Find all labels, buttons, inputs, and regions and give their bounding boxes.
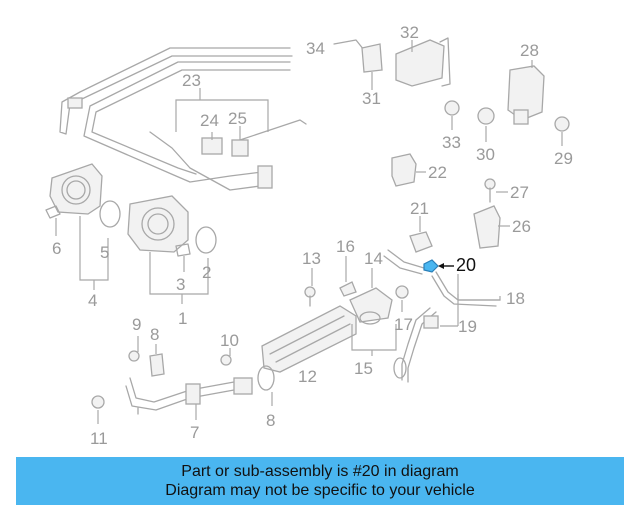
bracket-26 [473,205,501,249]
vacuum-pipe-assembly [59,47,307,191]
callout-31: 31 [362,89,381,108]
callout-22: 22 [428,163,447,182]
part-20-highlighted [423,259,454,273]
callout-labels: 34 32 28 23 24 25 31 33 30 29 22 27 21 2… [52,23,573,448]
callout-30: 30 [476,145,495,164]
callout-17: 17 [394,315,413,334]
bolt-11 [91,395,105,409]
callout-24: 24 [200,111,219,130]
callout-20: 20 [456,255,476,275]
callout-25: 25 [228,109,247,128]
callout-5: 5 [100,243,109,262]
sensor-30 [477,107,495,142]
throttle-body-assembly-1 [127,195,217,304]
throttle-body-assembly-4 [45,163,121,290]
callout-4: 4 [88,291,97,310]
valve-25 [231,139,249,157]
bolt-9 [128,350,140,362]
callout-21: 21 [410,199,429,218]
bolt-10 [220,354,232,366]
callout-26: 26 [512,217,531,236]
callout-1: 1 [178,309,187,328]
callout-10: 10 [220,331,239,350]
callout-19: 19 [458,317,477,336]
egr-cooler-12 [261,256,397,373]
solenoid-28 [507,60,545,125]
callout-18: 18 [506,289,525,308]
callout-23: 23 [182,71,201,90]
caption-line-disclaimer: Diagram may not be specific to your vehi… [165,482,475,499]
callout-8a: 8 [150,325,159,344]
bolt-27 [484,178,508,203]
info-banner: Part or sub-assembly is #20 in diagram D… [16,457,624,505]
callout-15: 15 [354,359,373,378]
callout-32: 32 [400,23,419,42]
bracket-assembly-32 [333,37,451,90]
egr-pipe-7 [91,336,275,424]
sensor-33 [444,100,460,130]
clamp-17 [395,285,409,299]
callout-29: 29 [554,149,573,168]
gasket-8b [257,365,275,391]
connector-24 [201,137,223,155]
callout-8b: 8 [266,411,275,430]
callout-7: 7 [190,423,199,442]
caption-line-part: Part or sub-assembly is #20 in diagram [181,463,459,480]
callout-16: 16 [336,237,355,256]
callout-6: 6 [52,239,61,258]
callout-2: 2 [202,263,211,282]
callout-27: 27 [510,183,529,202]
callout-12: 12 [298,367,317,386]
hose-assembly-18 [383,205,510,383]
callout-11: 11 [90,429,108,448]
callout-3: 3 [176,275,185,294]
callout-13: 13 [302,249,321,268]
callout-28: 28 [520,41,539,60]
clip-21 [409,231,433,253]
callout-14: 14 [364,249,383,268]
sensor-29 [554,116,570,146]
gasket-8 [149,353,165,377]
callout-9: 9 [132,315,141,334]
sensor-22 [391,153,426,187]
callout-34: 34 [306,39,325,58]
callout-33: 33 [442,133,461,152]
